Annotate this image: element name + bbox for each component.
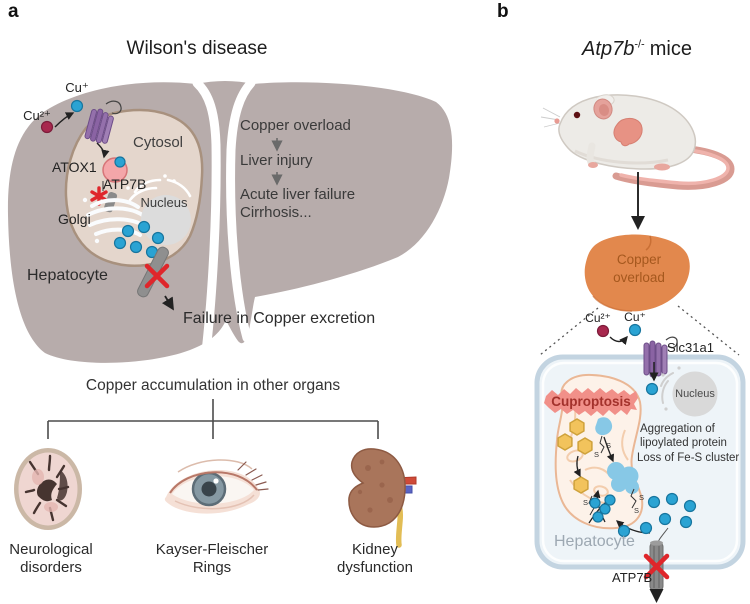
organ-bracket xyxy=(47,399,379,439)
mouse-liver-patch xyxy=(613,117,643,147)
atp7b-label-b: ATP7B xyxy=(612,570,653,585)
slc31a1-label: Slc31a1 xyxy=(667,340,714,355)
cu-plus-label-b: Cu⁺ xyxy=(624,310,646,324)
excretion-arrow-a xyxy=(161,295,174,311)
copper-ion-cu1-b xyxy=(628,323,642,337)
er-squiggles-a xyxy=(128,178,192,202)
nucleus-a xyxy=(141,195,191,245)
pupil xyxy=(201,481,217,497)
title-rest: mice xyxy=(649,38,692,60)
cytosol-label: Cytosol xyxy=(133,134,184,151)
nucleus-label-a: Nucleus xyxy=(140,195,188,210)
whiskers xyxy=(540,107,561,128)
cuproptosis-label: Cuproptosis xyxy=(551,394,631,409)
copper-ion-cu2 xyxy=(40,120,54,134)
red-x-excretion-a xyxy=(144,263,170,289)
cascade-liver-injury: Liver injury xyxy=(240,152,313,169)
fes-cluster-blobs xyxy=(595,417,639,494)
er-dots-a xyxy=(126,174,176,190)
atp7b-label-a: ATP7B xyxy=(103,176,147,192)
hepatocyte-label-b: Hepatocyte xyxy=(554,533,635,550)
liver-vessel-right xyxy=(226,78,256,343)
golgi-label: Golgi xyxy=(58,211,91,227)
gene-name: Atp7b xyxy=(582,38,635,60)
cuproptosis-band xyxy=(544,388,638,416)
slc31a1-transporter xyxy=(643,336,678,378)
cascade-cirrhosis: Cirrhosis... xyxy=(240,204,312,221)
cascade-acute-failure: Acute liver failure xyxy=(240,186,356,203)
panel-a-letter: a xyxy=(8,1,19,22)
panel-b-title: Atp7b-/- mice xyxy=(582,37,692,61)
organ-label-kidney: Kidney dysfunction xyxy=(337,541,413,577)
cu2-plus-label-a: Cu²⁺ xyxy=(23,108,51,123)
svg-text:S: S xyxy=(606,441,611,450)
panel-b-letter: b xyxy=(497,1,509,22)
lipoylated-protein-hexagons xyxy=(557,418,593,494)
mouse-eye xyxy=(573,111,581,119)
panel-a-title: Wilson's disease xyxy=(126,38,268,59)
svg-text:S: S xyxy=(583,498,588,507)
copper-overload-label-b: Copper overload xyxy=(613,252,665,285)
mouse-hind-foot xyxy=(654,163,670,171)
cu-conversion-arrow-b xyxy=(609,335,628,346)
cu-conversion-arrow-a xyxy=(54,112,75,128)
liver-vessel-left xyxy=(192,78,221,357)
knockout-superscript: -/- xyxy=(634,38,645,51)
loss-fes-label: Loss of Fe-S cluster xyxy=(637,452,740,464)
eye-icon xyxy=(164,459,269,514)
mouse-front-foot xyxy=(588,162,598,168)
mouse-illustration xyxy=(540,94,735,190)
mouse-nose xyxy=(554,118,560,124)
transporter-loop xyxy=(105,100,122,115)
cu2-plus-label-b: Cu²⁺ xyxy=(585,311,611,325)
kidney-icon xyxy=(348,448,417,548)
nucleus-label-b: Nucleus xyxy=(675,388,715,400)
accumulation-label: Copper accumulation in other organs xyxy=(85,377,341,394)
svg-text:S: S xyxy=(634,506,639,515)
red-x-atp7b-b xyxy=(643,553,670,580)
copper-overload-liver xyxy=(584,234,690,312)
copper-ion-cu2-b xyxy=(596,324,610,338)
svg-text:S: S xyxy=(594,450,599,459)
organ-label-brain: Neurological disorders xyxy=(9,541,93,577)
cascade-copper-overload: Copper overload xyxy=(240,117,351,134)
failure-label: Failure in Copper excretion xyxy=(183,310,376,327)
svg-text:S: S xyxy=(639,493,644,502)
cu-plus-label-a: Cu⁺ xyxy=(65,80,89,95)
atox1-label: ATOX1 xyxy=(52,159,97,175)
ctr1-transporter xyxy=(84,108,114,144)
nucleus-b xyxy=(672,371,718,417)
copper-dots-b xyxy=(589,492,697,538)
aggregation-label: Aggregation of lipoylated protein xyxy=(640,423,727,449)
brain-icon xyxy=(14,448,82,530)
copper-ion-cu1 xyxy=(70,99,84,113)
organ-label-eye: Kayser-Fleischer Rings xyxy=(155,541,269,577)
magnification-dotted-lines xyxy=(539,305,740,356)
eyelashes xyxy=(237,461,269,491)
hepatocyte-label-a: Hepatocyte xyxy=(27,267,108,284)
cu-entry-arrow xyxy=(96,142,110,159)
copper-dots-a xyxy=(113,220,165,259)
er-squiggles-b xyxy=(660,372,674,404)
copper-on-atox1 xyxy=(114,156,126,168)
copper-dot-imported xyxy=(645,382,659,396)
